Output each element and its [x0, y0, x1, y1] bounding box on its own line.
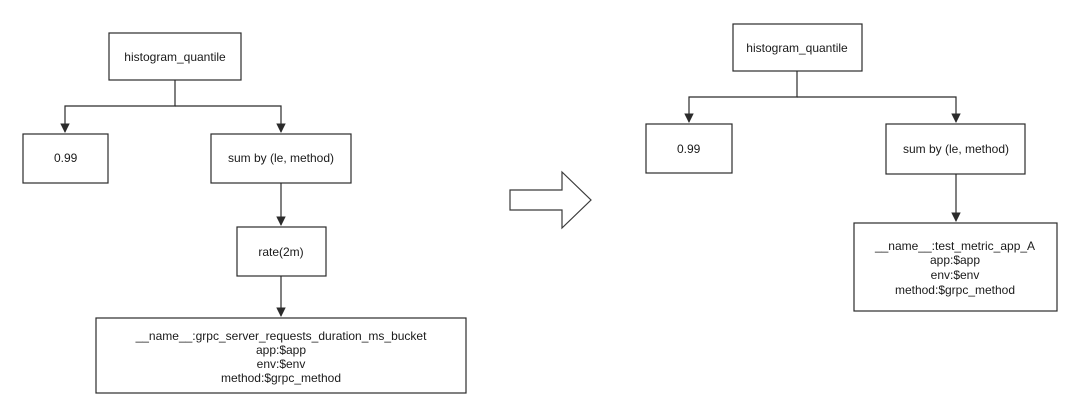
right-root-node: histogram_quantile: [732, 23, 863, 72]
left-aggregation-node: sum by (le, method): [210, 133, 352, 184]
right-quantile-node: 0.99: [645, 123, 733, 174]
edge-left-root-to-quantile: [60, 80, 176, 133]
left-tree: histogram_quantile 0.99 sum by (le, meth…: [22, 32, 467, 394]
right-aggregation-label: sum by (le, method): [903, 142, 1009, 156]
right-selector-line-method: method:$grpc_method: [895, 283, 1015, 297]
edge-left-root-to-aggregation: [175, 105, 286, 133]
transform-arrow-icon: [509, 170, 592, 230]
left-quantile-node: 0.99: [22, 133, 109, 184]
left-selector-line-env: env:$env: [257, 357, 306, 371]
left-root-label: histogram_quantile: [124, 50, 226, 64]
right-selector-line-app: app:$app: [930, 253, 980, 267]
left-selector-line-app: app:$app: [256, 343, 306, 357]
left-rate-label: rate(2m): [258, 245, 303, 259]
right-selector-line-name: __name__:test_metric_app_A: [874, 239, 1035, 253]
right-tree: histogram_quantile 0.99 sum by (le, meth…: [645, 23, 1058, 312]
right-selector-line-env: env:$env: [931, 268, 980, 282]
edge-right-root-to-quantile: [684, 71, 798, 123]
left-quantile-label: 0.99: [54, 151, 78, 165]
left-rate-node: rate(2m): [236, 226, 327, 277]
right-quantile-label: 0.99: [677, 142, 701, 156]
right-root-label: histogram_quantile: [746, 41, 848, 55]
edge-right-root-to-aggregation: [797, 96, 961, 123]
left-selector-line-method: method:$grpc_method: [221, 371, 341, 385]
left-selector-node: __name__:grpc_server_requests_duration_m…: [95, 317, 467, 394]
left-root-node: histogram_quantile: [108, 32, 242, 81]
right-selector-node: __name__:test_metric_app_A app:$app env:…: [853, 222, 1058, 312]
left-aggregation-label: sum by (le, method): [228, 151, 334, 165]
right-aggregation-node: sum by (le, method): [885, 123, 1026, 175]
left-selector-line-name: __name__:grpc_server_requests_duration_m…: [135, 329, 428, 343]
